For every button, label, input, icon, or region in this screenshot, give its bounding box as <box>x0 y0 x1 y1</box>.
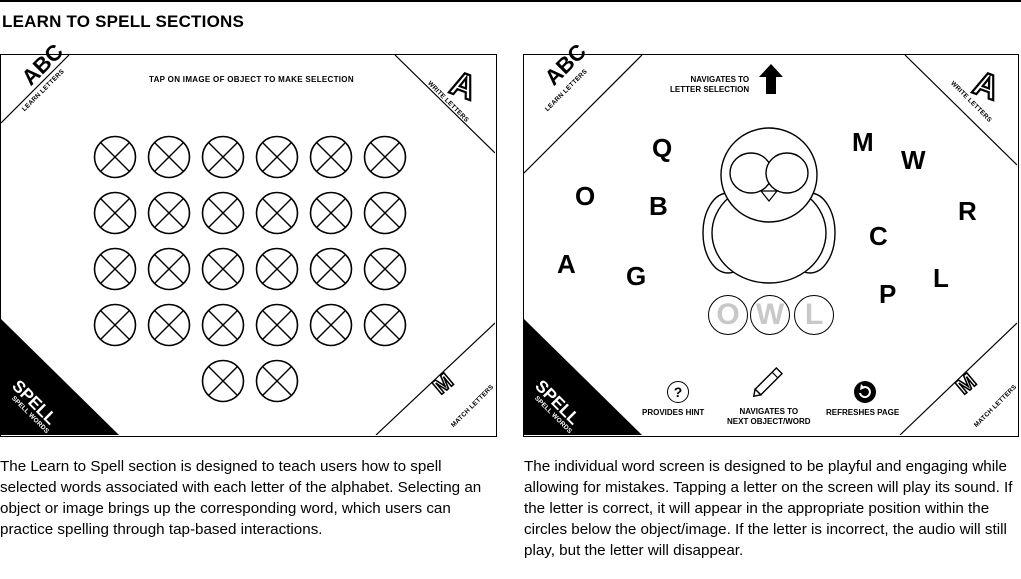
answer-slot: L <box>794 295 834 335</box>
match-letters-corner[interactable]: M <box>950 367 982 400</box>
letter-choice[interactable]: W <box>901 145 926 175</box>
object-item[interactable] <box>255 303 299 347</box>
object-item[interactable] <box>255 247 299 291</box>
arrow-up-icon[interactable] <box>758 63 784 95</box>
next-object-line-1: NAVIGATES TO <box>739 407 799 416</box>
object-item[interactable] <box>147 247 191 291</box>
write-letters-corner[interactable]: A <box>967 63 1005 109</box>
letter-choice[interactable]: C <box>869 221 888 251</box>
letter-choice[interactable]: P <box>879 279 897 309</box>
letter-choice[interactable]: O <box>575 181 596 211</box>
match-letters-corner[interactable]: M <box>427 367 459 400</box>
panel-corner-lines <box>524 55 1017 435</box>
refresh-icon[interactable] <box>853 380 877 404</box>
object-item[interactable] <box>309 135 353 179</box>
refresh-label: REFRESHES PAGE <box>826 408 900 417</box>
selection-instruction: TAP ON IMAGE OF OBJECT TO MAKE SELECTION <box>149 75 354 84</box>
pencil-icon[interactable] <box>747 357 793 403</box>
object-item[interactable] <box>147 191 191 235</box>
object-item[interactable] <box>93 135 137 179</box>
panel-corner-lines <box>1 55 495 435</box>
word-screen-description: The individual word screen is designed t… <box>524 458 1013 559</box>
object-item[interactable] <box>309 303 353 347</box>
object-item[interactable] <box>201 303 245 347</box>
answer-letter: L <box>804 298 824 331</box>
object-item[interactable] <box>255 359 299 403</box>
object-item[interactable] <box>93 303 137 347</box>
top-rule <box>0 0 1021 2</box>
object-item[interactable] <box>363 247 407 291</box>
object-item[interactable] <box>201 135 245 179</box>
object-item[interactable] <box>363 191 407 235</box>
answer-letter: O <box>716 298 740 331</box>
letter-choice[interactable]: Q <box>652 133 673 163</box>
object-item[interactable] <box>363 303 407 347</box>
selection-screen-panel: ABC LEARN LETTERS A WRITE LETTERS SPELL … <box>0 39 497 437</box>
nav-letters-label: NAVIGATES TO LETTER SELECTION <box>670 75 749 95</box>
answer-slot: O <box>708 295 748 335</box>
letter-choice[interactable]: R <box>958 196 977 226</box>
object-item[interactable] <box>363 135 407 179</box>
letter-choice[interactable]: G <box>626 261 647 291</box>
letter-choice[interactable]: L <box>933 263 949 293</box>
object-item[interactable] <box>93 247 137 291</box>
write-letters-corner[interactable]: A <box>444 63 482 109</box>
object-item[interactable] <box>93 191 137 235</box>
object-item[interactable] <box>309 247 353 291</box>
next-object-label: NAVIGATES TO NEXT OBJECT/WORD <box>727 407 811 427</box>
answer-slot: W <box>750 295 790 335</box>
nav-letters-line-2: LETTER SELECTION <box>670 85 750 94</box>
owl-icon[interactable] <box>699 121 839 285</box>
letter-choice[interactable]: B <box>649 191 668 221</box>
nav-letters-line-1: NAVIGATES TO <box>690 75 750 84</box>
hint-label: PROVIDES HINT <box>642 408 705 417</box>
answer-letter: W <box>755 298 785 331</box>
word-screen-panel: ABC LEARN LETTERS A WRITE LETTERS SPELL … <box>523 39 1019 437</box>
object-item[interactable] <box>309 191 353 235</box>
selection-screen-description: The Learn to Spell section is designed t… <box>0 458 482 538</box>
question-icon[interactable]: ? <box>667 381 689 403</box>
page-title: LEARN TO SPELL SECTIONS <box>2 12 245 31</box>
object-item[interactable] <box>201 191 245 235</box>
object-item[interactable] <box>255 135 299 179</box>
object-item[interactable] <box>147 135 191 179</box>
question-glyph: ? <box>673 384 683 400</box>
object-item[interactable] <box>147 303 191 347</box>
letter-choice[interactable]: M <box>852 127 874 157</box>
next-object-line-2: NEXT OBJECT/WORD <box>727 417 811 426</box>
object-item[interactable] <box>201 359 245 403</box>
object-item[interactable] <box>255 191 299 235</box>
object-item[interactable] <box>201 247 245 291</box>
letter-choice[interactable]: A <box>557 249 576 279</box>
